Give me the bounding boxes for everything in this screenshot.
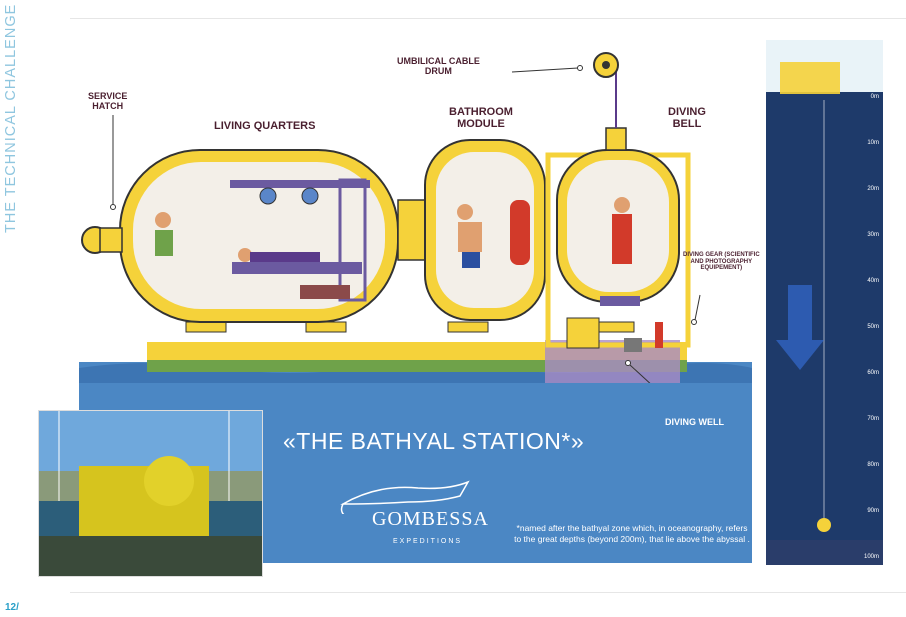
label-diving-gear: DIVING GEAR (SCIENTIFIC AND PHOTOGRAPHY … bbox=[683, 252, 760, 272]
logo-sub: EXPEDITIONS bbox=[393, 538, 463, 545]
depth-tick-label: 60m bbox=[867, 370, 879, 376]
station-title: «THE BATHYAL STATION*» bbox=[283, 428, 585, 454]
depth-tick-label: 80m bbox=[867, 462, 879, 468]
logo-name: GOMBESSA bbox=[372, 508, 489, 530]
label-diving-bell: DIVING BELL bbox=[668, 106, 706, 131]
bunk-bed bbox=[232, 262, 362, 274]
depth-tick-label: 90m bbox=[867, 508, 879, 514]
bunk-frame bbox=[230, 180, 370, 188]
page-number: 12/ bbox=[5, 602, 19, 613]
depth-tick-label: 20m bbox=[867, 186, 879, 192]
label-diving-well: DIVING WELL bbox=[665, 417, 724, 427]
fish-logo-icon bbox=[340, 480, 470, 514]
depth-tick-label: 40m bbox=[867, 278, 879, 284]
depth-tick-label: 100m bbox=[863, 554, 879, 560]
depth-tick-label: 70m bbox=[867, 416, 879, 422]
depth-tick-label: 50m bbox=[867, 324, 879, 330]
label-living-quarters: LIVING QUARTERS bbox=[214, 120, 316, 132]
bottom-rule bbox=[70, 592, 906, 593]
ladder bbox=[338, 178, 367, 302]
station-photo bbox=[38, 410, 263, 577]
footnote: *named after the bathyal zone which, in … bbox=[514, 523, 750, 544]
label-umbilical: UMBILICAL CABLE DRUM bbox=[397, 56, 480, 76]
dive-suit bbox=[510, 200, 530, 265]
depth-tick-label: 10m bbox=[867, 140, 879, 146]
depth-tick-label: 30m bbox=[867, 232, 879, 238]
label-bathroom: BATHROOM MODULE bbox=[449, 106, 513, 131]
label-service-hatch: SERVICE HATCH bbox=[88, 91, 128, 111]
top-rule bbox=[70, 18, 906, 19]
depth-tick-label: 0m bbox=[870, 94, 879, 100]
depth-gauge: 0m 10m 20m 30m 40m 50m 60m 70m 80m 90m 100m bbox=[766, 40, 883, 565]
